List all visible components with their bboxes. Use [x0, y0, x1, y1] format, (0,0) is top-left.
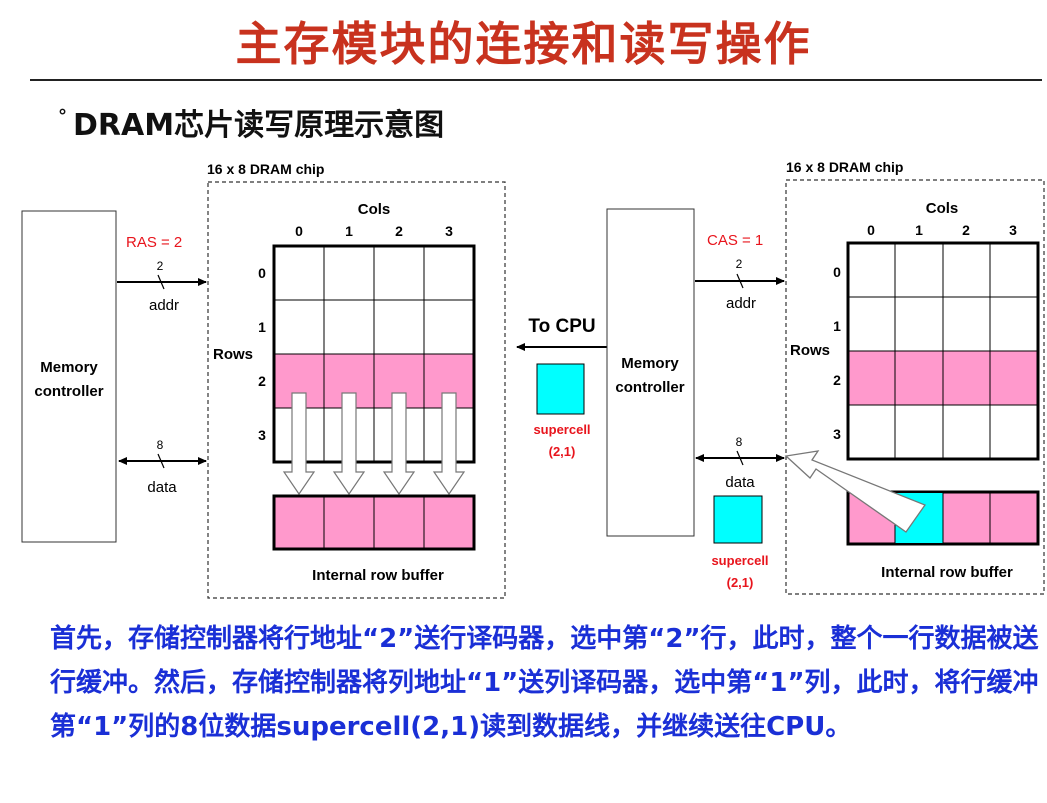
left-controller-label-2: controller [34, 383, 103, 400]
title-divider [30, 79, 1042, 81]
left-data-bits: 8 [157, 438, 164, 452]
left-cols-label: Cols [358, 201, 391, 218]
left-chip-label: 16 x 8 DRAM chip [207, 161, 324, 177]
left-col-index-1: 1 [345, 223, 353, 239]
left-transfer-arrow [432, 392, 466, 496]
left-addr-label: addr [149, 297, 179, 314]
right-col-index-1: 1 [915, 222, 923, 238]
to-cpu-label: To CPU [528, 316, 595, 337]
left-buffer-label: Internal row buffer [312, 567, 444, 584]
right-col-index-0: 0 [867, 222, 875, 238]
subtitle: ° DRAM芯片读写原理示意图 [58, 100, 444, 144]
right-supercell-box [713, 495, 763, 544]
middle-supercell-box [536, 363, 585, 415]
middle-supercell-coord: (2,1) [549, 444, 576, 459]
left-row-index-1: 1 [258, 319, 266, 335]
right-row-index-0: 0 [833, 264, 841, 280]
right-controller-label-1: Memory [621, 355, 679, 372]
right-memory-controller [606, 208, 695, 537]
right-cols-label: Cols [926, 200, 959, 217]
right-addr-tick [736, 273, 744, 289]
left-chip-outline [207, 181, 506, 599]
left-transfer-arrow [382, 392, 416, 496]
middle-cpu-path: To CPU supercell (2,1) [516, 316, 607, 459]
left-addr-bits: 2 [157, 259, 164, 273]
left-addr-tick [157, 274, 165, 290]
right-col-index-3: 3 [1009, 222, 1017, 238]
left-transfer-arrow [282, 392, 316, 496]
right-data-label: data [725, 474, 755, 491]
right-chip-label: 16 x 8 DRAM chip [786, 159, 903, 175]
right-supercell-coord: (2,1) [727, 575, 754, 590]
right-col-index-2: 2 [962, 222, 970, 238]
left-col-index-0: 0 [295, 223, 303, 239]
right-row-index-2: 2 [833, 372, 841, 388]
left-data-tick [157, 453, 165, 469]
right-addr-label: addr [726, 295, 756, 312]
left-transfer-arrow [332, 392, 366, 496]
right-buffer-label: Internal row buffer [881, 564, 1013, 581]
left-row-index-0: 0 [258, 265, 266, 281]
right-supercell-label: supercell [711, 553, 768, 568]
right-addr-bits: 2 [736, 257, 743, 271]
left-col-index-3: 3 [445, 223, 453, 239]
left-col-index-2: 2 [395, 223, 403, 239]
right-rows-label: Rows [790, 342, 830, 359]
page-title: 主存模块的连接和读写操作 [235, 17, 812, 71]
dram-diagram: 16 x 8 DRAM chip Memory controller RAS =… [21, 159, 1045, 599]
left-data-label: data [147, 479, 177, 496]
left-row-index-3: 3 [258, 427, 266, 443]
right-read-arrow [784, 450, 927, 533]
right-chip-outline [785, 179, 1045, 595]
right-controller-label-2: controller [615, 379, 684, 396]
left-memory-controller [21, 210, 117, 543]
right-diagram: 16 x 8 DRAM chip Memory controller CAS =… [606, 159, 1045, 595]
left-signal-label: RAS = 2 [126, 234, 182, 251]
left-diagram: 16 x 8 DRAM chip Memory controller RAS =… [21, 161, 506, 599]
right-data-tick [736, 450, 744, 466]
left-controller-label-1: Memory [40, 359, 98, 376]
middle-supercell-label: supercell [533, 422, 590, 437]
description-text: 首先，存储控制器将行地址“2”送行译码器，选中第“2”行，此时，整个一行数据被送… [50, 624, 1039, 742]
left-rows-label: Rows [213, 346, 253, 363]
right-row-index-1: 1 [833, 318, 841, 334]
left-row-index-2: 2 [258, 373, 266, 389]
right-row-index-3: 3 [833, 426, 841, 442]
right-data-bits: 8 [736, 435, 743, 449]
subtitle-text: DRAM芯片读写原理示意图 [73, 108, 445, 143]
bullet-icon: ° [58, 106, 67, 127]
right-signal-label: CAS = 1 [707, 232, 763, 249]
